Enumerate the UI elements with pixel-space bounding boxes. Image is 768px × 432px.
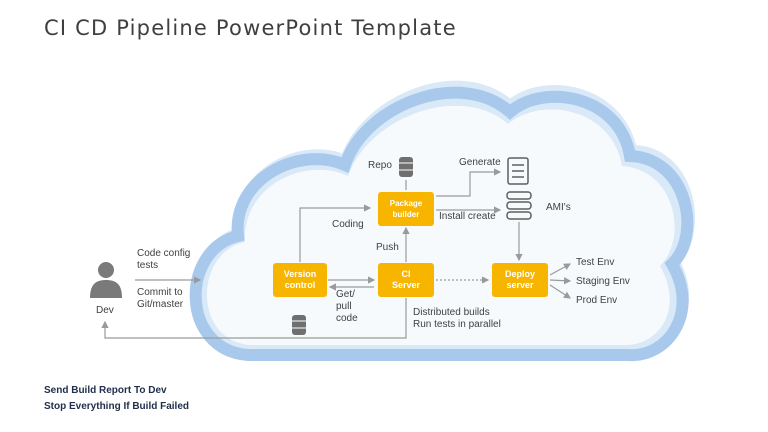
distributed-line2: Run tests in parallel	[413, 319, 501, 330]
generate-document-icon	[507, 157, 529, 185]
get-pull-line2: pull	[336, 301, 352, 312]
dev-label: Dev	[96, 305, 114, 316]
generate-label: Generate	[459, 157, 501, 168]
page-title: CI CD Pipeline PowerPoint Template	[44, 16, 457, 40]
test-env-label: Test Env	[576, 257, 615, 268]
connectors	[101, 168, 572, 339]
vc-database-icon	[292, 315, 306, 335]
package-builder-node: Package builder	[378, 192, 434, 226]
repo-database-icon	[399, 157, 413, 177]
code-config-line1: Code config	[137, 248, 191, 259]
commit-line2: Git/master	[137, 299, 184, 310]
ci-server-line2: Server	[391, 280, 421, 290]
commit-label: Commit to Git/master	[137, 287, 183, 311]
build-report-note: Send Build Report To Dev	[44, 385, 167, 396]
version-control-line2: control	[284, 280, 316, 290]
ci-server-line1: CI	[401, 269, 411, 279]
get-pull-label: Get/ pull code	[336, 289, 358, 325]
deploy-server-line1: Deploy	[504, 269, 535, 279]
package-builder-line1: Package	[389, 199, 423, 208]
build-failed-note: Stop Everything If Build Failed	[44, 401, 190, 412]
version-control-node: Version control	[273, 263, 327, 297]
push-label: Push	[376, 242, 399, 253]
get-pull-line3: code	[336, 313, 358, 324]
ami-server-stack-icon	[506, 191, 532, 220]
staging-env-label: Staging Env	[576, 276, 630, 287]
developer-icon	[90, 262, 122, 298]
distributed-builds-label: Distributed builds Run tests in parallel	[413, 307, 501, 331]
code-config-label: Code config tests	[137, 248, 190, 272]
commit-line1: Commit to	[137, 287, 183, 298]
deploy-server-node: Deploy server	[492, 263, 548, 297]
package-builder-line2: builder	[392, 210, 420, 219]
install-create-label: Install create	[439, 211, 496, 222]
version-control-line1: Version	[283, 269, 317, 279]
ci-server-node: CI Server	[378, 263, 434, 297]
prod-env-label: Prod Env	[576, 295, 618, 306]
amis-label: AMI's	[546, 202, 571, 213]
coding-label: Coding	[332, 219, 364, 230]
code-config-line2: tests	[137, 260, 159, 271]
deploy-server-line2: server	[506, 280, 534, 290]
repo-label: Repo	[368, 160, 392, 171]
distributed-line1: Distributed builds	[413, 307, 490, 318]
get-pull-line1: Get/	[336, 289, 355, 300]
